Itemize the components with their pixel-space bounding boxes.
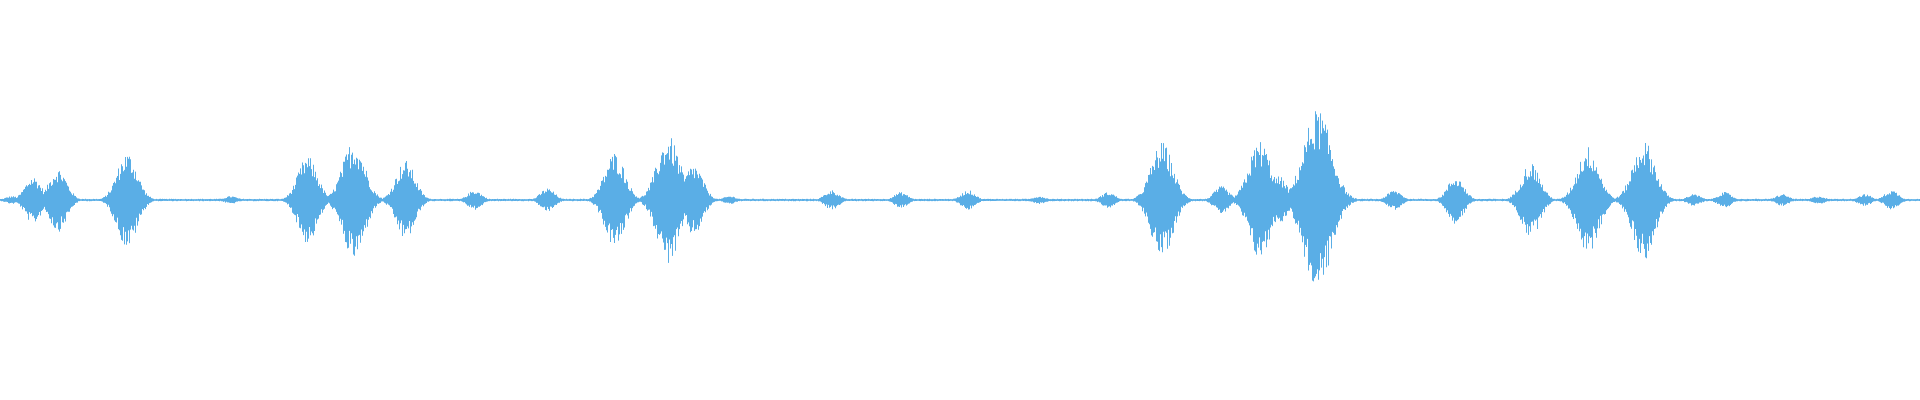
waveform-signal <box>0 111 1920 282</box>
waveform-samples <box>0 111 1920 282</box>
